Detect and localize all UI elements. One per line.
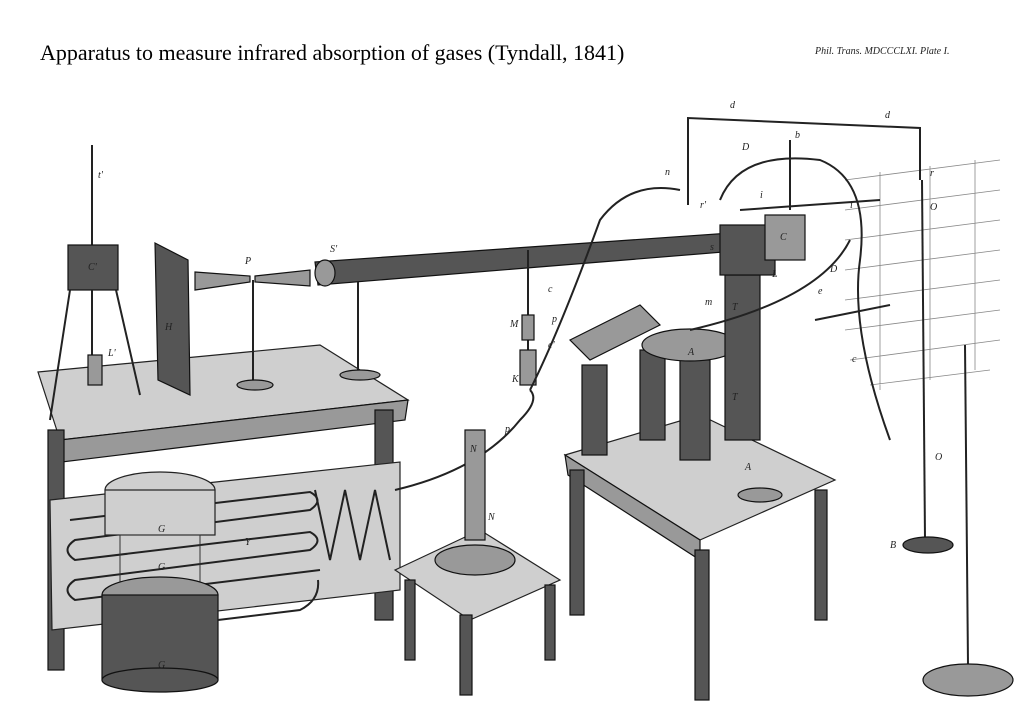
- label-e: e: [818, 286, 823, 297]
- label-a-2: A: [744, 462, 752, 473]
- label-t: T: [732, 302, 739, 313]
- label-big-d-2: D: [829, 264, 838, 275]
- label-i: i: [760, 190, 763, 201]
- plate-reference: Phil. Trans. MDCCCLXI. Plate I.: [815, 46, 950, 57]
- label-c: c: [548, 284, 553, 295]
- experimental-tube: [314, 231, 749, 381]
- label-c-prime-2: c': [548, 340, 555, 351]
- compensating-source: [687, 116, 921, 441]
- label-t-prime: t': [98, 170, 104, 181]
- left-table: [37, 344, 410, 671]
- label-g: G: [158, 524, 165, 535]
- label-s-prime: S': [330, 244, 338, 255]
- water-vessel-g: [101, 471, 320, 693]
- label-p-tube-2: p: [504, 424, 510, 435]
- label-m: M: [509, 319, 519, 330]
- label-d-2: d: [885, 110, 891, 121]
- label-o: O: [930, 202, 937, 213]
- label-big-d: D: [741, 142, 750, 153]
- label-y: Y: [245, 537, 252, 548]
- label-r: r: [930, 168, 934, 179]
- thermopile-p: [194, 269, 311, 391]
- label-big-c: C: [780, 232, 787, 243]
- galvanometer: [393, 429, 562, 696]
- label-a: A: [687, 347, 695, 358]
- heat-source-cube: [49, 145, 141, 421]
- label-p: P: [244, 256, 251, 267]
- figure-caption: Apparatus to measure infrared absorption…: [40, 40, 625, 65]
- flexible-tube-p: [529, 187, 681, 391]
- label-t-2: T: [732, 392, 739, 403]
- label-h: H: [164, 322, 173, 333]
- label-l-prime: L': [107, 348, 117, 359]
- coil-pipes: [66, 489, 391, 602]
- label-r-prime: r': [700, 200, 707, 211]
- label-big-l: L: [771, 269, 778, 280]
- label-m-small: m: [705, 297, 712, 308]
- label-p-tube: p: [551, 314, 557, 325]
- label-n-small: n: [665, 167, 670, 178]
- label-g-2: G: [158, 562, 165, 573]
- gauge-o: [902, 179, 1014, 697]
- flexible-tube-lower: [394, 389, 535, 491]
- label-n: N: [469, 444, 478, 455]
- label-i-2: i: [850, 200, 853, 211]
- label-g-3: G: [158, 660, 165, 671]
- label-big-b: B: [890, 540, 896, 551]
- label-o-2: O: [935, 452, 942, 463]
- label-s: s: [710, 242, 714, 253]
- air-pump-table: [563, 304, 837, 701]
- drying-tube-mk: [519, 250, 537, 386]
- label-c-prime: C': [88, 262, 98, 273]
- label-n-2: N: [487, 512, 496, 523]
- label-k: K: [511, 374, 520, 385]
- label-c-pipe: c: [852, 354, 857, 365]
- label-d: d: [730, 100, 736, 111]
- screen-h: [154, 242, 191, 396]
- label-b: b: [795, 130, 800, 141]
